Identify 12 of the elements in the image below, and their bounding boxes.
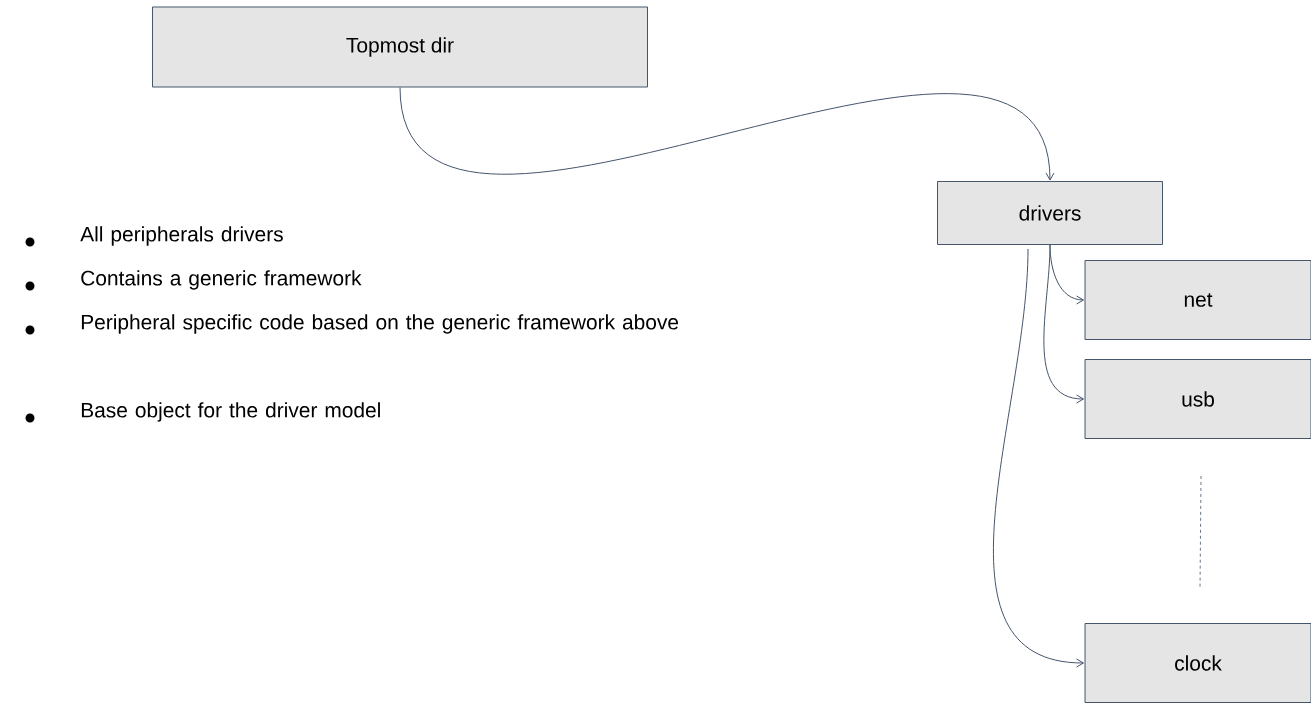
bullet-item: Peripheral specific code based on the generic framework above bbox=[81, 314, 679, 334]
folder-box: clock bbox=[1084, 623, 1311, 703]
bullet-item: Contains a generic framework bbox=[81, 270, 362, 290]
bullet-item: Base object for the driver model bbox=[81, 402, 380, 422]
arrow bbox=[1043, 244, 1084, 404]
folder-box: usb bbox=[1084, 359, 1311, 439]
arrow bbox=[399, 87, 1055, 181]
folder-box: net bbox=[1084, 260, 1311, 340]
folder-box: drivers bbox=[937, 181, 1163, 245]
folder-box: Topmost dir bbox=[152, 6, 648, 88]
bullet-item: All peripherals drivers bbox=[80, 226, 283, 246]
arrow bbox=[993, 248, 1084, 668]
